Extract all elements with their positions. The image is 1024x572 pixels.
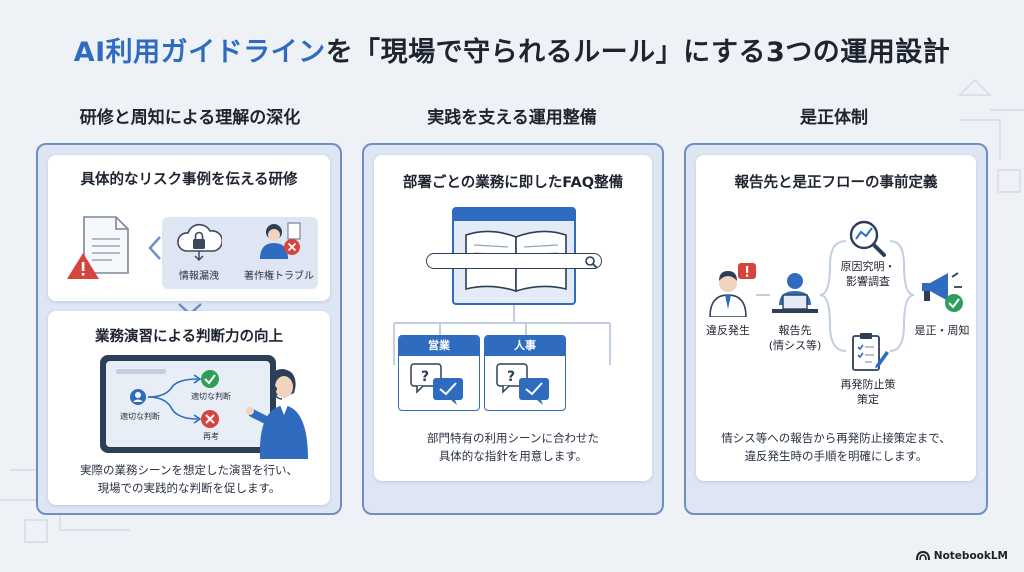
panel-correction: 報告先と是正フローの事前定義 違反発生 (684, 143, 988, 515)
step-label-violation: 違反発生 (706, 324, 750, 337)
department-label-hr: 人事 (485, 336, 565, 356)
column-heading-operations: 実践を支える運用整備 (427, 108, 597, 128)
chat-bubbles-icon: ? (496, 363, 549, 405)
page-title: AI利用ガイドラインを「現場で守られるルール」にする3つの運用設計 (0, 30, 1024, 69)
flow-connectors (756, 240, 915, 352)
step-label-prevention-line1: 再発防止策 (840, 378, 896, 391)
department-card-sales: 営業 ? (398, 335, 480, 411)
column-heading-correction: 是正体制 (800, 108, 868, 128)
title-accent: AI利用ガイドライン (73, 37, 326, 68)
chevron-left-icon (148, 236, 161, 260)
card-faq: 部署ごとの業務に即したFAQ整備 (374, 155, 652, 481)
card-title-faq: 部署ごとの業務に即したFAQ整備 (402, 175, 624, 191)
exercise-caption-line1: 実際の業務シーンを想定した演習を行い、 (80, 463, 298, 477)
card-risk-training: 具体的なリスク事例を伝える研修 情報漏洩 (48, 155, 330, 301)
department-tree-lines (393, 305, 611, 365)
panel-training: 具体的なリスク事例を伝える研修 情報漏洩 (36, 143, 342, 515)
report-desk-person-icon (772, 273, 818, 313)
risk-label-leak: 情報漏洩 (179, 271, 219, 282)
decision-bad-label: 再考 (203, 432, 219, 441)
faq-browser-window (426, 207, 602, 305)
step-label-report-line2: (情シス等) (768, 339, 822, 352)
panel-operations: 部署ごとの業務に即したFAQ整備 (362, 143, 664, 515)
decision-start-label: 適切な判断 (120, 412, 160, 421)
svg-text:?: ? (507, 369, 515, 385)
step-label-investigate-line1: 原因究明・ (840, 260, 896, 273)
card-exercise: 業務演習による判断力の向上 適切な判断 (48, 311, 330, 505)
column-heading-training: 研修と周知による理解の深化 (79, 108, 301, 128)
document-warning-icon (67, 216, 129, 279)
flow-caption-line1: 情シス等への報告から再発防止接策定まで、 (721, 431, 951, 445)
screen-bar (116, 369, 166, 374)
flow-caption-line2: 違反発生時の手順を明確にします。 (744, 449, 928, 463)
step-label-report-line1: 報告先 (778, 324, 812, 337)
notebooklm-logo-icon (915, 551, 930, 561)
card-title-risk-training: 具体的なリスク事例を伝える研修 (80, 172, 298, 188)
notebooklm-logo: NotebookLM (915, 550, 1008, 562)
risk-examples-box: 情報漏洩 著作権トラブル (162, 217, 318, 289)
decision-good-label: 適切な判断 (191, 392, 231, 401)
browser-titlebar (454, 209, 574, 221)
department-card-hr: 人事 ? (484, 335, 566, 411)
tablet-screen: 適切な判断 適切な判断 再考 (106, 361, 270, 447)
clipboard-checklist-icon (852, 333, 889, 371)
person-copyright-icon (260, 222, 301, 259)
step-label-investigate: 原因究明・ 影響調査 (826, 259, 910, 289)
megaphone-check-icon (922, 272, 963, 312)
exercise-caption-line2: 現場での実践的な判断を促します。 (97, 481, 281, 495)
svg-text:?: ? (421, 369, 429, 385)
chat-bubbles-icon: ? (410, 363, 463, 405)
magnifier-chart-icon (849, 220, 886, 257)
search-icon (585, 256, 598, 269)
step-label-investigate-line2: 影響調査 (846, 275, 890, 288)
faq-caption-line2: 具体的な指針を用意します。 (438, 449, 588, 463)
cloud-lock-icon (177, 223, 222, 262)
step-label-prevention: 再発防止策 策定 (826, 377, 910, 407)
card-title-exercise: 業務演習による判断力の向上 (94, 329, 284, 345)
title-rest: を「現場で守られるルール」にする3つの運用設計 (325, 37, 951, 68)
tablet-frame: 適切な判断 適切な判断 再考 (100, 355, 276, 453)
department-label-sales: 営業 (399, 336, 479, 356)
violation-person-icon (709, 263, 756, 317)
faq-caption-line1: 部門特有の利用シーンに合わせた (427, 431, 599, 445)
logo-text: NotebookLM (933, 550, 1008, 562)
step-label-announce: 是正・周知 (914, 324, 970, 337)
risk-label-copyright: 著作権トラブル (244, 271, 314, 282)
card-flow: 報告先と是正フローの事前定義 違反発生 (696, 155, 976, 481)
step-label-report: 報告先 (情シス等) (762, 323, 828, 353)
step-label-prevention-line2: 策定 (857, 393, 879, 406)
faq-search-input[interactable] (426, 253, 602, 269)
presenter-person-icon (246, 369, 308, 459)
decision-flow-diagram (130, 370, 219, 428)
card-title-flow: 報告先と是正フローの事前定義 (734, 175, 938, 191)
